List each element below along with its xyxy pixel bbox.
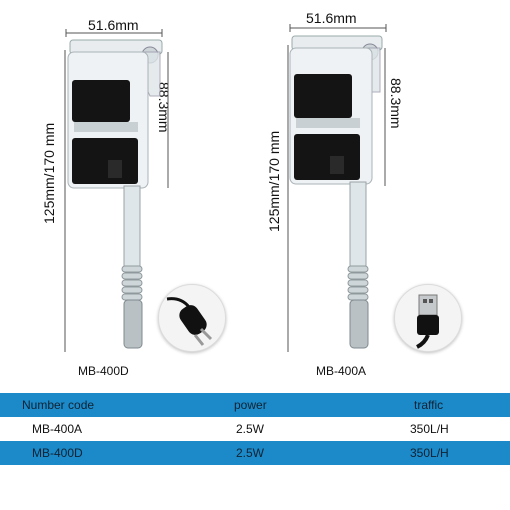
cell-power: 2.5W <box>236 422 265 436</box>
cell-model: MB-400D <box>32 446 83 460</box>
width-label: 51.6mm <box>306 10 357 26</box>
filter-illustration <box>287 24 387 352</box>
table-header: Number code power traffic <box>0 393 510 417</box>
spec-table: Number code power traffic MB-400A 2.5W 3… <box>0 393 510 465</box>
width-label: 51.6mm <box>88 17 139 33</box>
cell-model: MB-400A <box>32 422 83 436</box>
header-number-code: Number code <box>22 398 95 412</box>
cell-traffic: 350L/H <box>410 446 449 460</box>
usb-plug-icon <box>394 284 462 352</box>
filter-illustration <box>64 29 169 352</box>
model-label: MB-400A <box>316 364 367 378</box>
table-row: MB-400A 2.5W 350L/H <box>0 417 510 441</box>
cell-traffic: 350L/H <box>410 422 449 436</box>
eu-plug-icon <box>158 284 226 352</box>
header-power: power <box>234 398 267 412</box>
model-label: MB-400D <box>78 364 129 378</box>
header-traffic: traffic <box>414 398 444 412</box>
cell-power: 2.5W <box>236 446 265 460</box>
table-row: MB-400D 2.5W 350L/H <box>0 441 510 465</box>
